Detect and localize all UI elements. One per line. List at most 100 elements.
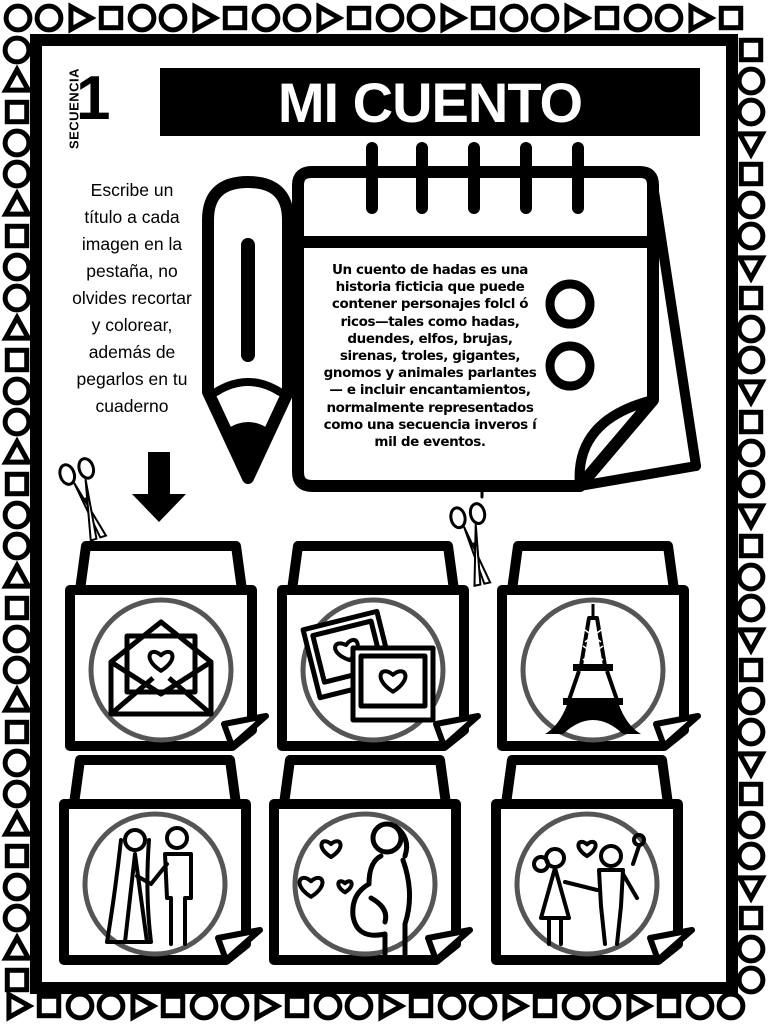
instructions-text: Escribe un título a cada imagen en la pe… — [72, 180, 192, 416]
story-card — [491, 755, 695, 965]
square-shape — [738, 533, 764, 559]
square-shape — [718, 5, 744, 31]
circle-shape — [736, 438, 766, 468]
circle-shape — [736, 221, 766, 251]
square-shape — [594, 5, 620, 31]
circle-shape — [2, 407, 32, 437]
image-circle-frame — [82, 811, 228, 957]
circle-shape — [189, 991, 219, 1021]
triangle-shape — [735, 875, 767, 904]
triangle-shape — [1, 684, 33, 713]
folded-corner — [433, 713, 481, 749]
circle-shape — [313, 991, 343, 1021]
triangle-shape — [254, 990, 283, 1022]
card-tab — [501, 755, 673, 809]
circle-shape — [96, 991, 126, 1021]
square-shape — [738, 409, 764, 435]
circle-shape — [736, 934, 766, 964]
square-shape — [36, 993, 62, 1019]
square-shape — [738, 285, 764, 311]
circle-shape — [736, 190, 766, 220]
triangle-shape — [316, 2, 345, 34]
circle-shape — [2, 128, 32, 158]
heart-photos-icon — [300, 608, 436, 723]
circle-shape — [736, 717, 766, 747]
circle-shape — [2, 252, 32, 282]
story-definition-text: Un cuento de hadas es una historia ficti… — [323, 262, 537, 451]
circle-shape — [2, 35, 32, 65]
triangle-shape — [1, 436, 33, 465]
square-shape — [738, 905, 764, 931]
triangle-shape — [192, 2, 221, 34]
cut-out-cards — [59, 541, 701, 965]
circle-shape — [158, 3, 188, 33]
page-title: MI CUENTO — [277, 70, 583, 134]
circle-shape — [736, 66, 766, 96]
triangle-shape — [564, 2, 593, 34]
story-card — [59, 755, 263, 965]
scissors-icon — [449, 502, 492, 588]
circle-shape — [2, 872, 32, 902]
circle-shape — [65, 991, 95, 1021]
circle-shape — [437, 991, 467, 1021]
triangle-shape — [68, 2, 97, 34]
square-shape — [656, 993, 682, 1019]
square-shape — [98, 5, 124, 31]
circle-shape — [716, 991, 746, 1021]
triangle-shape — [130, 990, 159, 1022]
square-shape — [532, 993, 558, 1019]
circle-shape — [736, 469, 766, 499]
triangle-shape — [1, 560, 33, 589]
square-shape — [4, 223, 30, 249]
folded-corner — [215, 927, 263, 963]
triangle-shape — [735, 131, 767, 160]
circle-shape — [736, 97, 766, 127]
square-shape — [4, 967, 30, 993]
circle-shape — [736, 562, 766, 592]
circle-shape — [736, 810, 766, 840]
circle-shape — [2, 531, 32, 561]
square-shape — [738, 657, 764, 683]
circle-shape — [736, 593, 766, 623]
circle-shape — [2, 779, 32, 809]
circle-shape — [127, 3, 157, 33]
triangle-shape — [502, 990, 531, 1022]
sequence-number: 1 — [76, 64, 111, 133]
circle-shape — [468, 991, 498, 1021]
square-shape — [4, 347, 30, 373]
circle-shape — [499, 3, 529, 33]
folded-corner — [647, 927, 695, 963]
circle-shape — [685, 991, 715, 1021]
square-shape — [222, 5, 248, 31]
story-card — [497, 541, 701, 751]
card-tab — [507, 541, 679, 595]
folded-corner — [425, 927, 473, 963]
circle-shape — [2, 624, 32, 654]
circle-shape — [3, 3, 33, 33]
square-shape — [4, 719, 30, 745]
circle-shape — [375, 3, 405, 33]
triangle-shape — [440, 2, 469, 34]
eiffel-tower-icon — [545, 604, 641, 734]
square-shape — [284, 993, 310, 1019]
circle-shape — [251, 3, 281, 33]
square-shape — [160, 993, 186, 1019]
circle-shape — [2, 159, 32, 189]
circle-shape — [736, 841, 766, 871]
circle-shape — [2, 748, 32, 778]
triangle-shape — [1, 808, 33, 837]
down-arrow-icon — [132, 452, 186, 522]
folded-corner — [653, 713, 701, 749]
circle-shape — [2, 655, 32, 685]
title-banner: MI CUENTO — [160, 68, 700, 136]
triangle-shape — [378, 990, 407, 1022]
card-tab — [279, 755, 451, 809]
pencil-icon — [202, 176, 294, 484]
circle-shape — [736, 965, 766, 995]
circle-shape — [2, 283, 32, 313]
triangle-shape — [735, 379, 767, 408]
triangle-shape — [1, 932, 33, 961]
square-shape — [4, 595, 30, 621]
